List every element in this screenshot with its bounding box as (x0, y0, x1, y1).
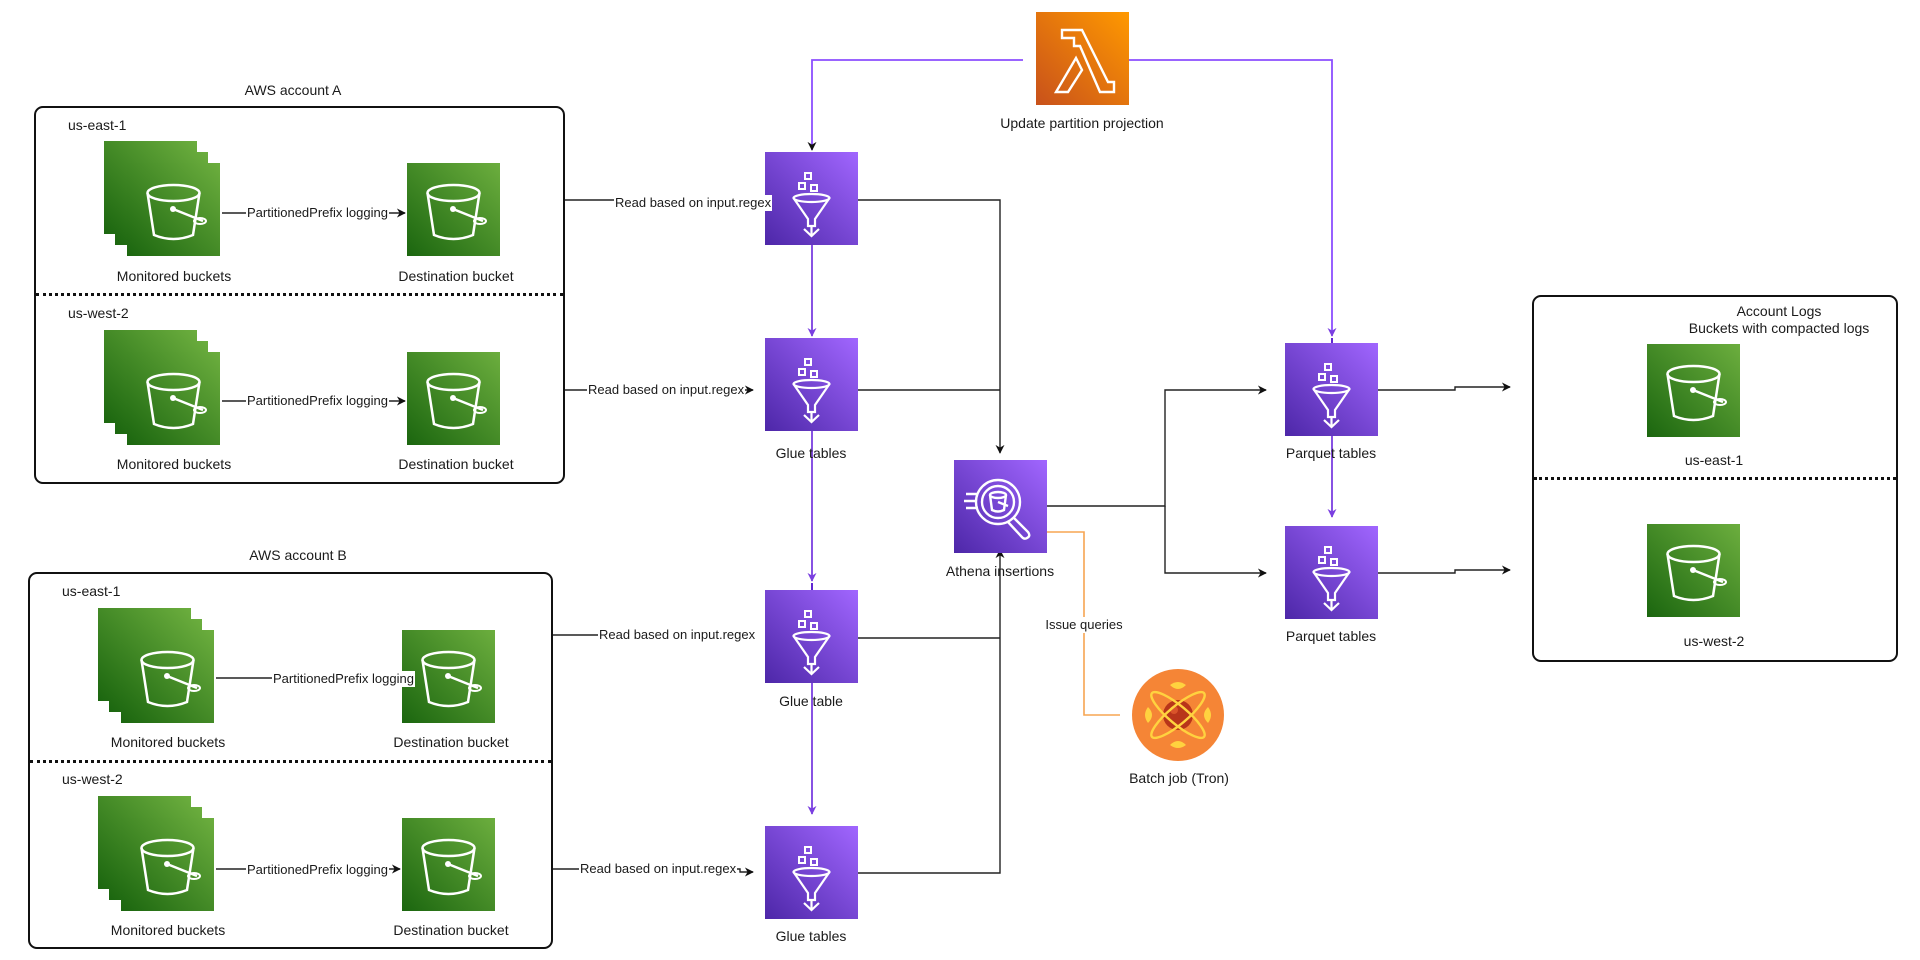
account-a-west-read-label: Read based on input.regex (587, 382, 746, 398)
account-b-west-logging-label: PartitionedPrefix logging (246, 862, 389, 878)
account-b-east-monitored-label: Monitored buckets (110, 734, 226, 750)
account-b-title: AWS account B (249, 547, 347, 563)
account-a-west-destination-label: Destination bucket (398, 456, 514, 472)
account-logs-container (1532, 295, 1898, 662)
parquet-node-1[interactable] (1285, 343, 1378, 436)
lambda-node[interactable] (1036, 12, 1129, 105)
account-b-west-destination-label: Destination bucket (393, 922, 509, 938)
glue-node-1[interactable] (765, 152, 858, 245)
account-b-container (28, 572, 553, 949)
tron-label: Batch job (Tron) (1129, 770, 1229, 786)
account-b-east-logging-label: PartitionedPrefix logging (272, 671, 415, 687)
lambda-label: Update partition projection (1000, 115, 1164, 131)
glue-node-2[interactable] (765, 338, 858, 431)
account-a-east-monitored-label: Monitored buckets (116, 268, 232, 284)
account-a-region-west-label: us-west-2 (68, 305, 129, 321)
account-a-east-logging-label: PartitionedPrefix logging (246, 205, 389, 221)
parquet-node-2-label: Parquet tables (1285, 628, 1377, 644)
account-b-east-monitored-buckets[interactable] (98, 608, 214, 723)
account-logs-title: Account Logs (1736, 303, 1822, 319)
account-b-west-monitored-buckets[interactable] (98, 796, 214, 911)
account-b-region-east-label: us-east-1 (62, 583, 121, 599)
account-b-west-destination-bucket[interactable] (402, 818, 495, 911)
glue-node-4[interactable] (765, 826, 858, 919)
athena-node[interactable] (954, 460, 1047, 553)
account-b-east-destination-label: Destination bucket (393, 734, 509, 750)
account-a-east-destination-bucket[interactable] (407, 163, 500, 256)
account-a-west-logging-label: PartitionedPrefix logging (246, 393, 389, 409)
account-logs-east-label: us-east-1 (1684, 452, 1744, 468)
parquet-node-2[interactable] (1285, 526, 1378, 619)
edge-glue1-to-athena (848, 199, 1005, 454)
edge-athena-to-parquet2 (1164, 506, 1267, 578)
edge-lambda-to-parquet (1117, 59, 1337, 337)
edge-parquet1-to-logs (1361, 382, 1511, 392)
edge-athena-to-parquet1 (1035, 385, 1267, 507)
tron-node[interactable] (1132, 669, 1224, 761)
edge-lambda-to-glue (807, 59, 1023, 151)
parquet-node-1-label: Parquet tables (1285, 445, 1377, 461)
athena-icon (964, 478, 1031, 540)
account-b-east-destination-bucket[interactable] (402, 630, 495, 723)
account-logs-west-label: us-west-2 (1683, 633, 1745, 649)
tron-icon (1145, 682, 1211, 748)
glue-node-3[interactable] (765, 590, 858, 683)
account-a-region-divider (36, 293, 563, 296)
athena-label: Athena insertions (945, 563, 1055, 579)
account-a-east-destination-label: Destination bucket (398, 268, 514, 284)
account-logs-region-divider (1534, 477, 1896, 480)
account-b-east-read-label: Read based on input.regex (598, 627, 757, 643)
account-b-region-west-label: us-west-2 (62, 771, 123, 787)
account-b-west-monitored-label: Monitored buckets (110, 922, 226, 938)
account-logs-west-bucket[interactable] (1647, 524, 1740, 617)
account-logs-subtitle: Buckets with compacted logs (1688, 320, 1870, 336)
glue-node-3-label: Glue table (779, 693, 843, 709)
account-a-container (34, 106, 565, 484)
edge-parquet2-to-logs (1361, 565, 1511, 575)
account-logs-east-bucket[interactable] (1647, 344, 1740, 437)
glue-node-4-label: Glue tables (775, 928, 847, 944)
glue-node-2-label: Glue tables (775, 445, 847, 461)
tron-edge-label: Issue queries (1044, 617, 1124, 633)
edge-glue4-to-athena (848, 549, 1005, 874)
account-a-east-monitored-buckets[interactable] (104, 141, 220, 256)
account-b-region-divider (30, 760, 551, 763)
account-a-west-monitored-label: Monitored buckets (116, 456, 232, 472)
lambda-icon (1053, 28, 1116, 94)
account-a-east-read-label: Read based on input.regex (614, 195, 773, 211)
account-a-region-east-label: us-east-1 (68, 117, 127, 133)
account-a-title: AWS account A (244, 82, 342, 98)
account-a-west-destination-bucket[interactable] (407, 352, 500, 445)
account-b-west-read-label: Read based on input.regex (579, 861, 738, 877)
account-a-west-monitored-buckets[interactable] (104, 330, 220, 445)
